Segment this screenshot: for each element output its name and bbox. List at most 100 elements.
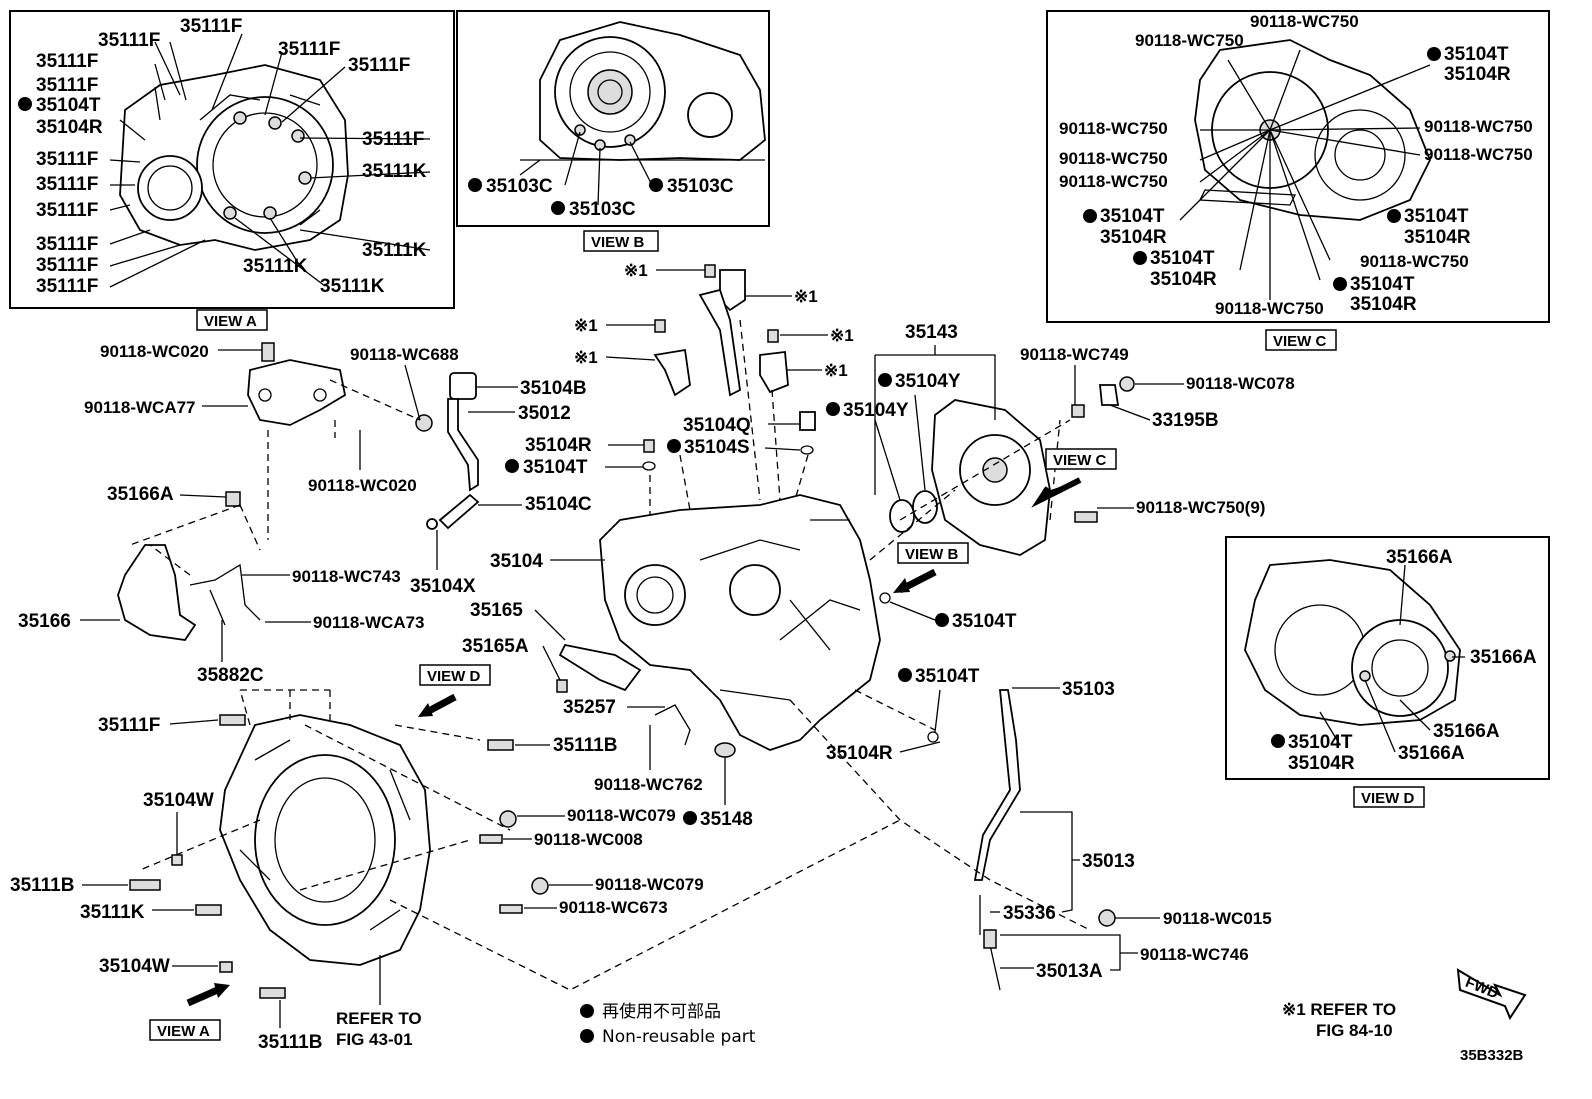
label-35104T-main1: 35104T — [523, 457, 588, 478]
label-35104R-main2: 35104R — [826, 743, 893, 764]
label-wc746: 90118-WC746 — [1140, 945, 1249, 964]
label-wc673: 90118-WC673 — [559, 898, 668, 917]
label-35103: 35103 — [1062, 679, 1115, 700]
shield-35166 — [117, 491, 261, 641]
legend-en: Non-reusable part — [602, 1027, 756, 1047]
label-35166A-d4: 35166A — [1398, 743, 1465, 764]
view-a-tag: VIEW A — [196, 309, 268, 331]
label-35111F-3: 35111F — [278, 39, 340, 60]
label-35111F-13: 35111F — [362, 129, 424, 150]
transaxle-housing — [219, 714, 431, 966]
mark-1-a: ※1 — [624, 261, 648, 280]
mark-1-d: ※1 — [830, 326, 854, 345]
label-35104: 35104 — [490, 551, 543, 572]
svg-text:VIEW D: VIEW D — [1361, 790, 1415, 807]
label-35103C-2: 35103C — [667, 176, 734, 197]
label-35165A: 35165A — [462, 636, 529, 657]
label-35143: 35143 — [905, 322, 958, 343]
view-a-tag-main: VIEW A — [157, 1023, 210, 1040]
inset-view-c: 90118-WC750 90118-WC750 35104T 35104R 90… — [1046, 10, 1550, 323]
label-wc078: 90118-WC078 — [1186, 374, 1295, 393]
label-33195B: 33195B — [1152, 410, 1219, 431]
transaxle-case-35104 — [599, 494, 881, 751]
svg-text:VIEW A: VIEW A — [204, 313, 257, 330]
label-35104T-d: 35104T — [1288, 732, 1353, 753]
label-wc079-2: 90118-WC079 — [595, 875, 704, 894]
label-35104S: 35104S — [684, 437, 750, 458]
label-wc688: 90118-WC688 — [350, 345, 459, 364]
label-35111F-10: 35111F — [36, 234, 98, 255]
label-35104T-c3: 35104T — [1150, 248, 1215, 269]
label-wca77: 90118-WCA77 — [84, 398, 196, 417]
label-wc020-2: 90118-WC020 — [308, 476, 417, 495]
label-wc762: 90118-WC762 — [594, 775, 703, 794]
view-tags-main: VIEW C VIEW B VIEW D VIEW A — [149, 448, 1117, 1041]
svg-text:VIEW B: VIEW B — [591, 234, 645, 251]
label-35104T-a: 35104T — [36, 95, 101, 116]
label-35104T-c5: 35104T — [1350, 274, 1415, 295]
label-35111F-1: 35111F — [98, 30, 160, 51]
label-35166A-d3: 35166A — [1433, 721, 1500, 742]
label-wc079-1: 90118-WC079 — [567, 806, 676, 825]
svg-text:VIEW C: VIEW C — [1273, 333, 1327, 350]
view-c-tag: VIEW C — [1265, 329, 1337, 351]
legend-jp: 再使用不可部品 — [602, 1001, 721, 1022]
label-35104T-main2: 35104T — [952, 611, 1017, 632]
label-35104R-c3: 35104R — [1150, 269, 1217, 290]
label-35104T-c2: 35104T — [1100, 206, 1165, 227]
misc-parts — [129, 376, 1135, 999]
mark-1-f: ※1 — [824, 361, 848, 380]
label-35104T-c4: 35104T — [1404, 206, 1469, 227]
label-35104Y-2: 35104Y — [843, 400, 909, 421]
label-wc750-1: 90118-WC750 — [1250, 12, 1359, 31]
label-wc020-1: 90118-WC020 — [100, 342, 209, 361]
label-35882C: 35882C — [197, 665, 264, 686]
label-35013A: 35013A — [1036, 961, 1103, 982]
label-35104R-c5: 35104R — [1350, 294, 1417, 315]
oil-filler-35104B — [415, 372, 480, 530]
label-35104R-d: 35104R — [1288, 753, 1355, 774]
label-35166: 35166 — [18, 611, 71, 632]
label-35111B-main3: 35111B — [258, 1032, 322, 1053]
label-wc008: 90118-WC008 — [534, 830, 643, 849]
label-35104X: 35104X — [410, 576, 476, 597]
label-35104R-a: 35104R — [36, 117, 103, 138]
label-35104W-2: 35104W — [99, 956, 170, 977]
label-wc750-2: 90118-WC750 — [1135, 31, 1244, 50]
label-35166A: 35166A — [107, 484, 174, 505]
dipstick-35013 — [973, 689, 1116, 991]
label-35111F-main: 35111F — [98, 715, 160, 736]
label-35104R-main: 35104R — [525, 435, 592, 456]
label-wc750-5: 90118-WC750 — [1059, 172, 1168, 191]
label-35104B: 35104B — [520, 378, 587, 399]
label-wc750-7: 90118-WC750 — [1424, 145, 1533, 164]
label-wc750-9: 90118-WC750 — [1215, 299, 1324, 318]
label-35104W-1: 35104W — [143, 790, 214, 811]
label-wc743: 90118-WC743 — [292, 567, 401, 586]
label-wc750-6: 90118-WC750 — [1424, 117, 1533, 136]
bracket-wca77 — [247, 342, 347, 426]
label-35103C-3: 35103C — [569, 199, 636, 220]
ref-note-1: ※1 REFER TO — [1282, 1000, 1396, 1019]
label-35012: 35012 — [518, 403, 571, 424]
label-35104T-main3: 35104T — [915, 666, 980, 687]
view-c-tag-main: VIEW C — [1053, 452, 1107, 469]
label-35148: 35148 — [700, 809, 753, 830]
label-35111K-main: 35111K — [80, 902, 145, 923]
label-35111F-8: 35111F — [36, 174, 98, 195]
label-35103C-1: 35103C — [486, 176, 553, 197]
inset-view-b: 35103C 35103C 35103C — [456, 10, 770, 227]
dashed-lines — [129, 319, 1091, 991]
label-wc750-3: 90118-WC750 — [1059, 119, 1168, 138]
label-35104R-c4: 35104R — [1404, 227, 1471, 248]
label-35111F-11: 35111F — [36, 255, 98, 276]
label-35111K-1: 35111K — [362, 161, 427, 182]
label-35165: 35165 — [470, 600, 523, 621]
label-wc015: 90118-WC015 — [1163, 909, 1272, 928]
label-35111F-5: 35111F — [36, 51, 98, 72]
label-35111F-9: 35111F — [36, 200, 98, 221]
label-35104R-c2: 35104R — [1100, 227, 1167, 248]
label-35111F-6: 35111F — [36, 75, 98, 96]
label-35111F-2: 35111F — [180, 16, 242, 37]
label-35104Q: 35104Q — [683, 415, 751, 436]
